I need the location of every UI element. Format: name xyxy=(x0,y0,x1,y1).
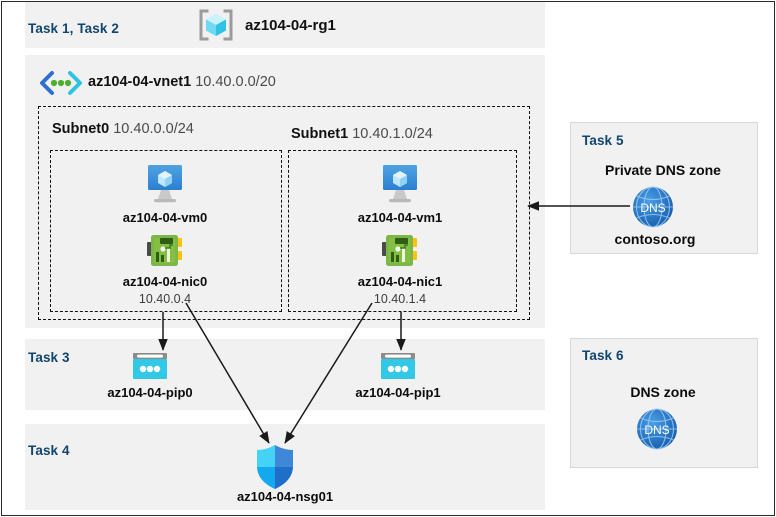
subnet0-box xyxy=(50,150,282,312)
virtual-network-icon xyxy=(37,70,85,96)
task-label-3: Task 3 xyxy=(28,350,70,365)
task-label-5: Task 5 xyxy=(582,133,624,148)
resource-group-header-band xyxy=(25,2,545,48)
task-label-6: Task 6 xyxy=(582,348,624,363)
public-ip-panel xyxy=(25,339,545,410)
public-ip-icon xyxy=(379,352,417,382)
resource-group-icon xyxy=(197,8,235,42)
vnet-header: az104-04-vnet1 10.40.0.0/20 xyxy=(88,74,276,90)
private-dns-zone-title: Private DNS zone xyxy=(605,162,721,178)
private-dns-zone-panel xyxy=(570,122,758,254)
nic1-label: az104-04-nic1 xyxy=(357,274,443,289)
dns-zone-title: DNS zone xyxy=(630,384,696,400)
vm1-label: az104-04-vm1 xyxy=(357,210,443,225)
resource-group-name: az104-04-rg1 xyxy=(245,17,336,34)
task-label-4: Task 4 xyxy=(28,443,70,458)
pip1-label: az104-04-pip1 xyxy=(355,385,441,400)
subnet0-header: Subnet0 10.40.0.0/24 xyxy=(52,121,194,137)
private-dns-zone-name: contoso.org xyxy=(614,231,696,247)
subnet1-box xyxy=(288,150,517,312)
dns-zone-icon: DNS xyxy=(630,184,676,230)
virtual-machine-icon xyxy=(141,163,189,205)
pip0-label: az104-04-pip0 xyxy=(107,385,193,400)
public-ip-icon xyxy=(131,352,169,382)
svg-text:DNS: DNS xyxy=(640,201,665,215)
nsg-label: az104-04-nsg01 xyxy=(236,489,334,504)
vnet-panel xyxy=(25,55,545,328)
network-interface-icon xyxy=(144,232,186,270)
subnet1-header: Subnet1 10.40.1.0/24 xyxy=(291,126,433,142)
svg-text:DNS: DNS xyxy=(644,423,669,437)
task-label-1-2: Task 1, Task 2 xyxy=(28,21,119,36)
dns-zone-icon: DNS xyxy=(634,406,680,452)
network-security-group-icon xyxy=(254,444,296,490)
nic1-ip: 10.40.1.4 xyxy=(373,292,427,306)
network-interface-icon xyxy=(379,232,421,270)
nic0-label: az104-04-nic0 xyxy=(122,274,208,289)
subnets-container xyxy=(38,106,530,320)
nic0-ip: 10.40.0.4 xyxy=(138,292,192,306)
virtual-machine-icon xyxy=(376,163,424,205)
vm0-label: az104-04-vm0 xyxy=(122,210,208,225)
